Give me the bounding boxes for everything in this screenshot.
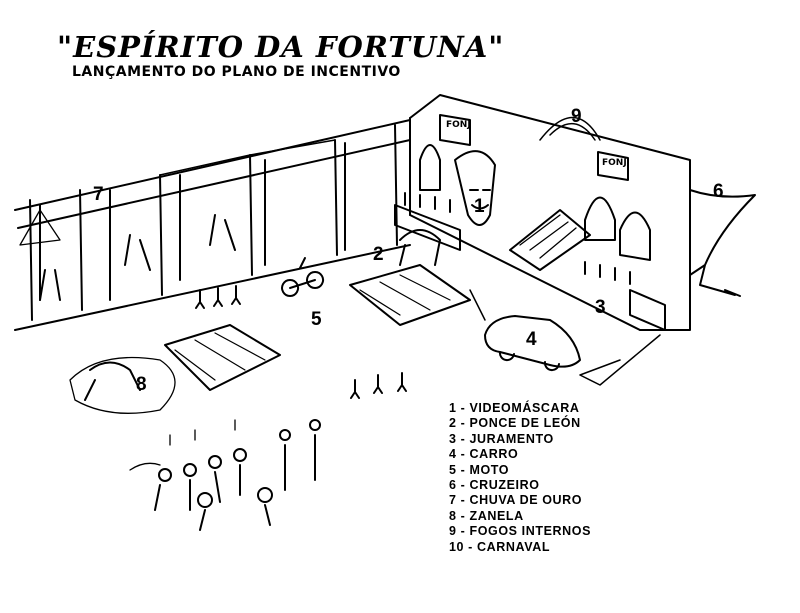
legend-item: 1 - VIDEOMÁSCARA xyxy=(449,401,580,415)
wall-sign: FONJ xyxy=(602,158,627,168)
carnaval-crowd xyxy=(129,419,321,531)
figures xyxy=(39,192,631,401)
legend-item: 9 - FOGOS INTERNOS xyxy=(449,524,592,539)
legend-item: 7 - CHUVA DE OURO xyxy=(449,493,583,508)
back-gallery xyxy=(14,119,411,331)
zanela-area xyxy=(69,356,176,414)
building-right xyxy=(409,94,691,331)
legend-item: 2 - PONCE DE LEÓN xyxy=(449,416,581,431)
cruzeiro-sail xyxy=(689,189,756,297)
marker-5: 5 xyxy=(311,309,322,330)
moto xyxy=(281,257,324,297)
marker-6: 6 xyxy=(713,181,724,202)
legend-item: 3 - JURAMENTO xyxy=(449,431,554,446)
marker-3: 3 xyxy=(595,297,606,318)
marker-1: 1 xyxy=(474,196,485,217)
legend-item: 4 - CARRO xyxy=(449,447,519,462)
legend-item: 6 - CRUZEIRO xyxy=(449,478,540,493)
page-title: "ESPÍRITO DA FORTUNA" xyxy=(57,30,505,64)
car xyxy=(484,315,581,372)
marker-2: 2 xyxy=(373,244,384,265)
marker-9: 9 xyxy=(571,106,582,127)
wall-sign: FONJ xyxy=(446,120,471,130)
legend: 1 - VIDEOMÁSCARA 2 - PONCE DE LEÓN 3 - J… xyxy=(449,401,591,555)
arrow xyxy=(579,334,661,386)
platforms xyxy=(164,204,471,391)
legend-item: 10 - CARNAVAL xyxy=(449,539,551,554)
marker-4: 4 xyxy=(526,329,537,350)
marker-7: 7 xyxy=(93,184,104,205)
arrow xyxy=(469,289,486,321)
legend-item: 5 - MOTO xyxy=(449,462,510,477)
marker-8: 8 xyxy=(136,374,147,395)
legend-item: 8 - ZANELA xyxy=(449,508,524,523)
light-cone xyxy=(19,209,61,246)
page-subtitle: LANÇAMENTO DO PLANO DE INCENTIVO xyxy=(72,64,401,80)
